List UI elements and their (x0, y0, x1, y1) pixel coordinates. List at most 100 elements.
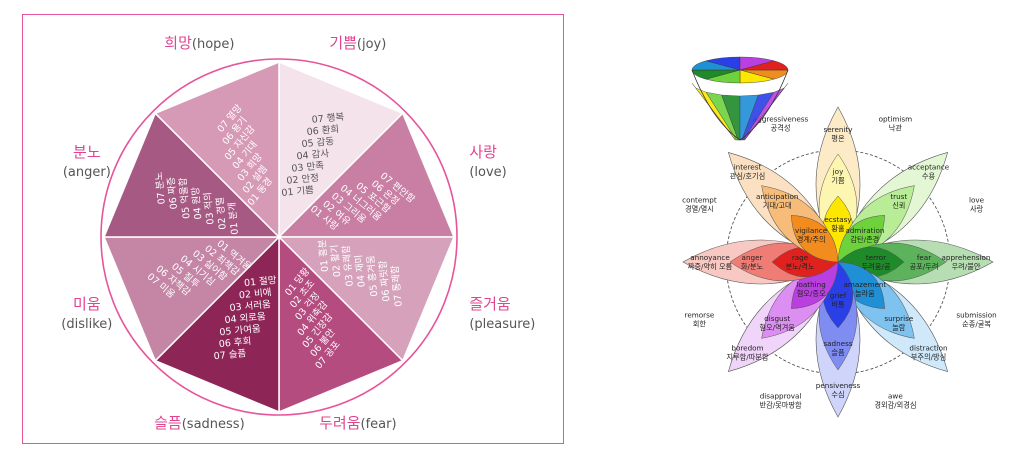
sector-item: 01 분개 (227, 202, 241, 235)
svg-text:fear: fear (917, 253, 931, 262)
sector-item: 02 활기 (328, 244, 343, 278)
sector-item: 07 분노 (154, 171, 168, 205)
sector-item: 01 절망 (243, 274, 277, 289)
svg-text:순종/굴복: 순종/굴복 (962, 319, 991, 328)
svg-text:짜증/약히 오름: 짜증/약히 오름 (688, 262, 733, 271)
svg-text:acceptance: acceptance (908, 162, 950, 171)
sector-item: 02 경멸 (214, 197, 229, 231)
svg-text:사랑: 사랑 (970, 205, 984, 214)
svg-text:기쁨: 기쁨 (831, 176, 845, 185)
svg-text:지루함/따분함: 지루함/따분함 (726, 353, 768, 362)
svg-text:경멸/멸시: 경멸/멸시 (685, 205, 714, 214)
category-label: 희망(hope) (164, 34, 234, 52)
svg-text:신뢰: 신뢰 (892, 201, 905, 210)
category-label-ko: 미움 (73, 295, 101, 313)
sector-item: 07 슬픔 (213, 348, 247, 362)
svg-text:pensiveness: pensiveness (816, 381, 861, 390)
category-label-ko: 즐거움 (469, 295, 510, 313)
svg-text:boredom: boredom (731, 344, 763, 353)
svg-text:rage: rage (792, 253, 809, 262)
plutchik-wheel: ecstasy황홀joy기쁨serenity평온admiration감탄/존경t… (682, 56, 997, 418)
svg-text:anger: anger (742, 253, 763, 262)
category-sadness: 슬픔(sadness) (154, 414, 245, 432)
svg-text:admiration: admiration (845, 226, 884, 235)
svg-text:awe: awe (888, 392, 903, 401)
petal-disgust (727, 261, 839, 373)
category-label: 두려움(fear) (319, 414, 396, 432)
emotion-cone (691, 56, 789, 141)
svg-text:distraction: distraction (909, 344, 947, 353)
category-hope: 희망(hope) (164, 34, 234, 52)
sector-item: 04 감사 (296, 147, 330, 162)
svg-text:수심: 수심 (831, 390, 844, 399)
svg-text:serenity: serenity (823, 125, 853, 134)
sector-item: 05 감동 (301, 135, 335, 150)
svg-text:anticipation: anticipation (756, 192, 798, 201)
svg-text:interest: interest (734, 162, 762, 171)
svg-text:공포/두려: 공포/두려 (910, 262, 939, 271)
sector-item: 02 안정 (286, 173, 319, 187)
category-label-en: (love) (469, 165, 506, 180)
svg-text:놀라움: 놀라움 (855, 289, 875, 298)
svg-text:평온: 평온 (831, 134, 845, 143)
sector-item: 03 유쾌함 (341, 244, 356, 286)
svg-text:trust: trust (890, 192, 907, 201)
svg-text:annoyance: annoyance (690, 253, 730, 262)
category-fear: 두려움(fear) (319, 414, 396, 432)
svg-text:surprise: surprise (884, 314, 914, 323)
sector-item: 02 비애 (239, 287, 272, 301)
svg-text:disapproval: disapproval (760, 392, 802, 401)
svg-text:황홀: 황홀 (831, 224, 845, 233)
category-label-en: (anger) (63, 165, 111, 180)
svg-text:sadness: sadness (823, 339, 852, 348)
svg-text:joy: joy (832, 167, 844, 176)
svg-text:terror: terror (866, 253, 886, 262)
svg-text:비통: 비통 (831, 300, 845, 309)
svg-text:반감/못마땅함: 반감/못마땅함 (760, 401, 802, 410)
svg-text:혐오/역겨움: 혐오/역겨움 (759, 323, 795, 332)
svg-text:vigilance: vigilance (795, 226, 828, 235)
svg-text:submission: submission (956, 310, 996, 319)
svg-text:놀람: 놀람 (892, 323, 906, 332)
svg-text:remorse: remorse (685, 310, 715, 319)
svg-text:회한: 회한 (693, 319, 707, 328)
svg-text:aggressiveness: aggressiveness (753, 114, 809, 123)
svg-text:혐오/증오: 혐오/증오 (797, 289, 826, 298)
svg-text:슬픔: 슬픔 (831, 348, 845, 357)
svg-text:분노/격노: 분노/격노 (786, 262, 815, 271)
svg-text:ecstasy: ecstasy (824, 215, 852, 224)
sector-item: 03 적의 (201, 191, 216, 225)
svg-text:love: love (969, 196, 985, 205)
sector-item: 05 흥겨움 (364, 255, 380, 298)
svg-text:기대/고대: 기대/고대 (763, 201, 792, 210)
svg-text:화/분노: 화/분노 (741, 262, 764, 271)
svg-text:관심/호기심: 관심/호기심 (730, 171, 766, 180)
category-dislike: 미움 (dislike) (61, 295, 112, 332)
category-pleasure: 즐거움(pleasure) (469, 295, 535, 332)
sector-item: 07 통쾌함 (390, 265, 405, 307)
category-label-en: (dislike) (61, 317, 112, 332)
svg-text:부주의/방심: 부주의/방심 (911, 353, 947, 362)
